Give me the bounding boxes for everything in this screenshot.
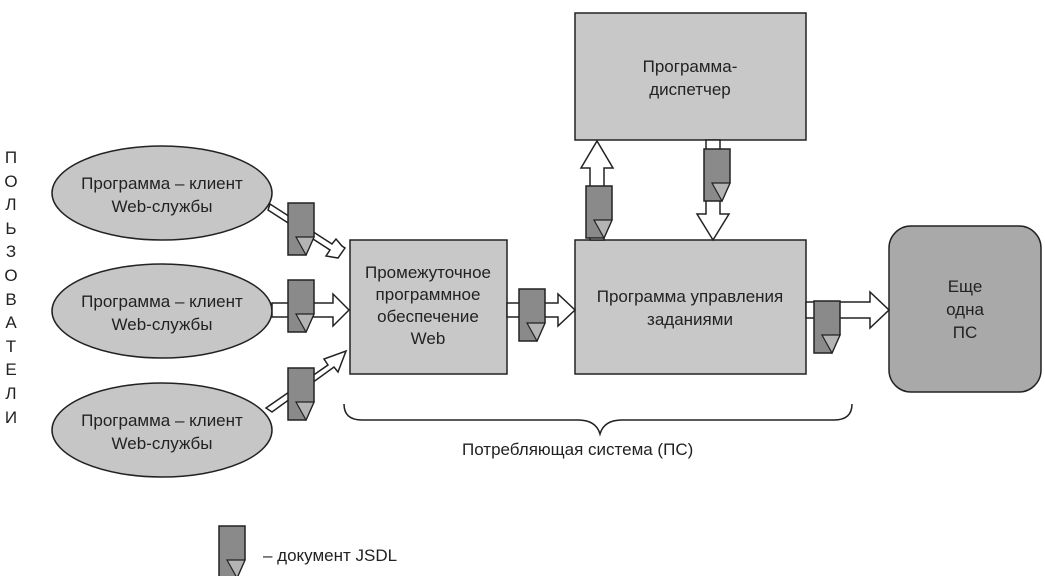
users-label-letter: Т bbox=[5, 336, 17, 356]
users-label-letter: П bbox=[4, 148, 18, 167]
jsdl-document-icon bbox=[703, 148, 731, 202]
client-ellipse-1 bbox=[51, 145, 273, 241]
client-3-line2: Web-службы bbox=[112, 434, 213, 453]
job-manager-line1: Программа управления bbox=[597, 287, 784, 306]
other-system-line2: одна bbox=[946, 300, 984, 319]
client-2-line1: Программа – клиент bbox=[81, 292, 243, 311]
jsdl-document-icon bbox=[287, 202, 315, 256]
users-label-letter: Е bbox=[5, 360, 17, 380]
job-manager-box bbox=[574, 239, 807, 375]
users-label-letter: О bbox=[4, 266, 18, 285]
middleware-line2: программное bbox=[376, 285, 481, 304]
middleware-line3: обеспечение bbox=[377, 307, 479, 326]
users-label-letter: В bbox=[5, 289, 17, 309]
client-3-line1: Программа – клиент bbox=[81, 411, 243, 430]
users-label-letter: О bbox=[4, 171, 18, 191]
consuming-system-brace bbox=[343, 403, 853, 437]
other-system-line1: Еще bbox=[948, 277, 983, 296]
users-label-letter: З bbox=[5, 242, 17, 262]
other-system-line3: ПС bbox=[953, 323, 978, 342]
jsdl-document-icon bbox=[518, 288, 546, 342]
client-1-line2: Web-службы bbox=[112, 197, 213, 216]
jsdl-document-icon bbox=[287, 279, 315, 333]
users-label-letter: А bbox=[5, 313, 17, 333]
middleware-line1: Промежуточное bbox=[365, 263, 491, 282]
users-label-letter: И bbox=[4, 407, 18, 427]
client-2-line2: Web-службы bbox=[112, 315, 213, 334]
client-1-line1: Программа – клиент bbox=[81, 174, 243, 193]
legend-text: – документ JSDL bbox=[263, 546, 398, 565]
users-label-letter: Ь bbox=[5, 218, 17, 238]
jsdl-document-icon bbox=[585, 185, 613, 239]
consuming-system-label: Потребляющая система (ПС) bbox=[462, 440, 694, 459]
users-label-letter: Л bbox=[5, 384, 17, 403]
users-label-letter: Л bbox=[5, 195, 17, 215]
dispatcher-box bbox=[574, 12, 807, 141]
dispatcher-line1: Программа- bbox=[643, 57, 738, 76]
jsdl-document-icon bbox=[287, 367, 315, 421]
client-ellipse-3 bbox=[51, 382, 273, 478]
job-manager-line2: заданиями bbox=[647, 310, 733, 329]
client-ellipse-2 bbox=[51, 263, 273, 359]
dispatcher-line2: диспетчер bbox=[649, 80, 731, 99]
legend-jsdl-document-icon bbox=[218, 525, 246, 576]
middleware-box bbox=[349, 239, 508, 375]
jsdl-document-icon bbox=[813, 300, 841, 354]
middleware-line4: Web bbox=[411, 329, 446, 348]
